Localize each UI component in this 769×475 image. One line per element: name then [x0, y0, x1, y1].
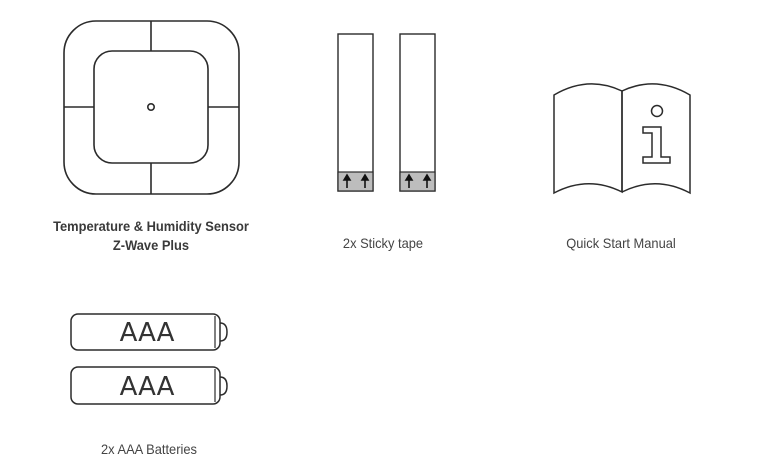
- tape-strip-2: [399, 33, 436, 192]
- battery-1: AAA: [70, 313, 228, 351]
- open-book-icon: [553, 83, 691, 195]
- sticky-tape-caption: 2x Sticky tape: [342, 235, 424, 251]
- manual-caption: Quick Start Manual: [566, 235, 676, 251]
- sensor-center-led: [147, 103, 156, 112]
- battery-2: AAA: [70, 366, 228, 405]
- info-icon: [642, 104, 671, 164]
- battery-1-label: AAA: [120, 318, 175, 348]
- sensor-caption-line1: Temperature & Humidity Sensor: [53, 218, 249, 234]
- sensor-caption-line2: Z-Wave Plus: [112, 237, 190, 253]
- battery-2-label: AAA: [120, 372, 175, 402]
- batteries-caption: 2x AAA Batteries: [101, 441, 197, 457]
- sensor-outer-shell: [63, 20, 240, 195]
- tape-strip-1: [337, 33, 374, 192]
- up-arrow-icon: [404, 173, 432, 188]
- up-arrow-icon: [342, 173, 370, 188]
- sensor-caption: Temperature & Humidity Sensor Z-Wave Plu…: [49, 217, 253, 255]
